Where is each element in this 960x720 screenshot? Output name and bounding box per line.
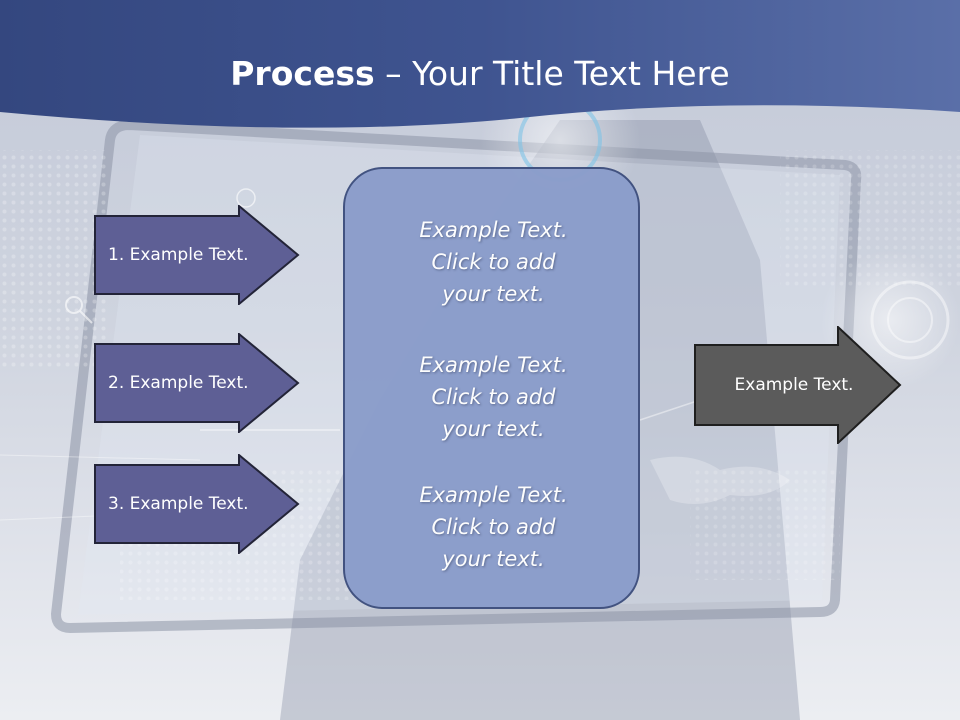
center-text-2: Example Text. Click to add your text. <box>419 353 568 441</box>
arrow-shape <box>94 333 300 433</box>
step-arrow-3: 3. Example Text. <box>94 454 300 554</box>
arrow-shape <box>94 205 300 305</box>
step-arrow-2: 2. Example Text. <box>94 333 300 433</box>
output-arrow-label: Example Text. <box>734 375 854 395</box>
step-arrow-1: 1. Example Text. <box>94 205 300 305</box>
center-text-3: Example Text. Click to add your text. <box>419 483 568 571</box>
slide-title: Process – Your Title Text Here <box>0 52 960 96</box>
center-process-box: Example Text. Click to add your text. Ex… <box>343 167 640 609</box>
step-arrow-label: 3. Example Text. <box>108 494 249 514</box>
arrow-shape <box>94 454 300 554</box>
step-arrow-label: 1. Example Text. <box>108 245 249 265</box>
header-band <box>0 0 960 128</box>
title-bold: Process <box>230 54 375 93</box>
arrow-shape <box>694 326 902 444</box>
title-rest: – Your Title Text Here <box>374 54 730 93</box>
center-text-1: Example Text. Click to add your text. <box>419 218 568 306</box>
output-arrow: Example Text. <box>694 326 902 444</box>
step-arrow-label: 2. Example Text. <box>108 373 249 393</box>
